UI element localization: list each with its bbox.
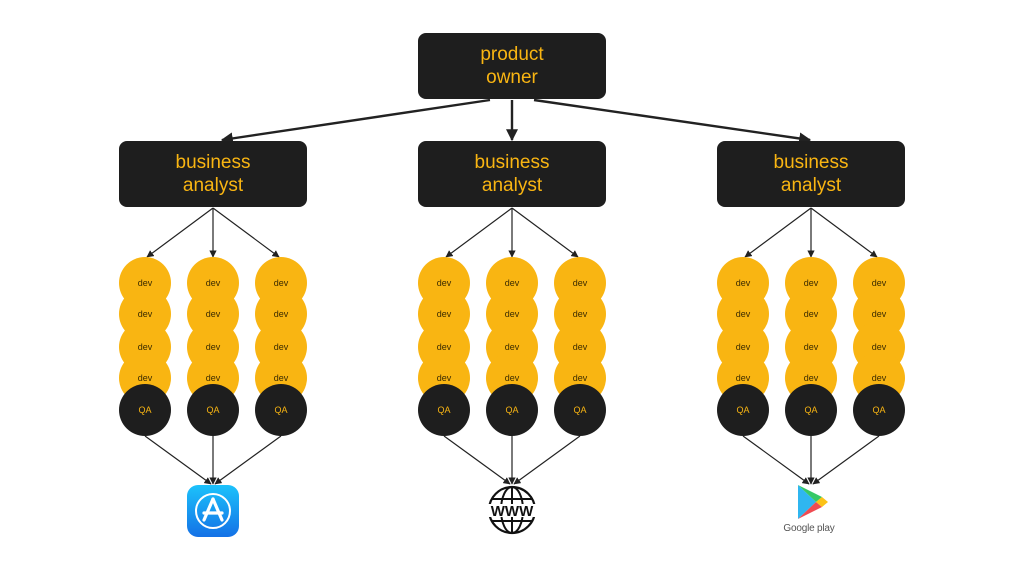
analyst-label-line2: analyst: [780, 175, 842, 196]
dev-label: dev: [572, 373, 588, 383]
qa-label: QA: [437, 405, 451, 415]
google-play-text: Google play: [783, 523, 835, 534]
edge-qa4-web: [443, 435, 511, 485]
dev-label: dev: [572, 278, 588, 288]
business-analyst-node-1: business analyst: [119, 141, 307, 207]
product-owner-label-line1: product: [480, 44, 544, 65]
dev-label: dev: [803, 309, 819, 319]
dev-label: dev: [205, 342, 221, 352]
dev-label: dev: [504, 309, 520, 319]
dev-label: dev: [735, 278, 751, 288]
edge-analyst3-col3: [810, 207, 878, 258]
edge-analyst1-col3: [212, 207, 280, 258]
dev-label: dev: [273, 309, 289, 319]
qa-node: QA: [119, 384, 171, 436]
dev-label: dev: [436, 309, 452, 319]
product-owner-node: product owner: [418, 33, 606, 99]
qa-label: QA: [274, 405, 288, 415]
edge-qa6-web: [513, 435, 581, 485]
dev-label: dev: [871, 278, 887, 288]
dev-label: dev: [273, 342, 289, 352]
dev-label: dev: [735, 373, 751, 383]
qa-label: QA: [505, 405, 519, 415]
dev-label: dev: [205, 309, 221, 319]
dev-label: dev: [735, 309, 751, 319]
qa-node: QA: [486, 384, 538, 436]
qa-label: QA: [573, 405, 587, 415]
qa-label: QA: [206, 405, 220, 415]
qa-node: QA: [418, 384, 470, 436]
edge-qa7-google-play: [742, 435, 810, 485]
qa-label: QA: [804, 405, 818, 415]
dev-label: dev: [504, 278, 520, 288]
dev-label: dev: [735, 342, 751, 352]
business-analyst-node-2: business analyst: [418, 141, 606, 207]
dev-label: dev: [572, 309, 588, 319]
dev-label: dev: [273, 373, 289, 383]
business-analyst-node-3: business analyst: [717, 141, 905, 207]
edge-qa9-google-play: [812, 435, 880, 485]
analyst-label-line2: analyst: [182, 175, 244, 196]
analyst-label-line1: business: [773, 152, 849, 173]
app-store-icon: [187, 485, 239, 537]
edge-owner-analyst-1: [220, 98, 491, 145]
qa-node: QA: [717, 384, 769, 436]
www-text: WWW: [491, 503, 534, 520]
dev-label: dev: [137, 309, 153, 319]
qa-node: QA: [255, 384, 307, 436]
dev-label: dev: [273, 278, 289, 288]
qa-label: QA: [138, 405, 152, 415]
edge-analyst1-col1: [146, 207, 214, 258]
dev-label: dev: [803, 278, 819, 288]
dev-label: dev: [504, 342, 520, 352]
qa-node: QA: [187, 384, 239, 436]
dev-label: dev: [137, 373, 153, 383]
dev-label: dev: [504, 373, 520, 383]
dev-label: dev: [803, 342, 819, 352]
analyst-label-line2: analyst: [481, 175, 543, 196]
analyst-label-line1: business: [474, 152, 550, 173]
qa-node: QA: [853, 384, 905, 436]
dev-label: dev: [572, 342, 588, 352]
edge-owner-analyst-3: [533, 98, 812, 145]
dev-label: dev: [205, 373, 221, 383]
qa-label: QA: [736, 405, 750, 415]
dev-label: dev: [137, 342, 153, 352]
web-globe-icon: WWW: [486, 485, 538, 535]
dev-label: dev: [137, 278, 153, 288]
dev-label: dev: [436, 342, 452, 352]
dev-label: dev: [871, 342, 887, 352]
edge-analyst2-col1: [445, 207, 513, 258]
qa-label: QA: [872, 405, 886, 415]
dev-label: dev: [871, 309, 887, 319]
analyst-label-line1: business: [175, 152, 251, 173]
dev-label: dev: [803, 373, 819, 383]
dev-label: dev: [871, 373, 887, 383]
dev-label: dev: [436, 373, 452, 383]
edge-qa3-app-store: [214, 435, 282, 485]
qa-node: QA: [785, 384, 837, 436]
edge-qa1-app-store: [144, 435, 212, 485]
edge-analyst2-col3: [511, 207, 579, 258]
dev-label: dev: [436, 278, 452, 288]
dev-label: dev: [205, 278, 221, 288]
qa-node: QA: [554, 384, 606, 436]
product-owner-label-line2: owner: [486, 67, 538, 88]
google-play-icon: [798, 485, 828, 519]
edge-analyst3-col1: [744, 207, 812, 258]
